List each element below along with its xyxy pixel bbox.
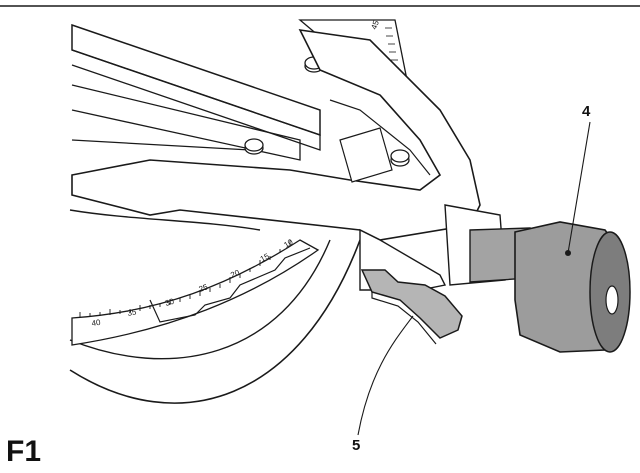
knob-end-hole xyxy=(605,285,619,315)
scale-number: 35 xyxy=(127,307,138,318)
callout-leader-4 xyxy=(567,121,591,254)
lock-lever xyxy=(360,269,463,339)
bolt-icon xyxy=(390,149,410,163)
figure-label: F1 xyxy=(6,435,42,468)
fence-rail-edge xyxy=(71,49,321,151)
callout-5-label: 5 xyxy=(352,437,361,454)
callout-4-label: 4 xyxy=(582,103,591,120)
scale-ticks xyxy=(79,240,291,318)
turntable-inner-arc xyxy=(69,239,331,360)
callout-leader-5 xyxy=(357,315,414,436)
table-edge-line xyxy=(71,139,251,151)
arm-inner-edge xyxy=(329,99,431,176)
scale-number: 30 xyxy=(164,297,176,308)
lock-lever-edge xyxy=(371,292,437,345)
scale-number: 45 xyxy=(369,19,381,31)
scale-notch-edge xyxy=(149,247,311,323)
scale-number: 40 xyxy=(91,318,102,328)
turntable-rim xyxy=(69,209,261,231)
turntable-outer-arc xyxy=(69,239,361,404)
angle-scale xyxy=(71,239,320,346)
arm-slot xyxy=(339,127,393,183)
scale-number: 25 xyxy=(198,282,210,294)
bolt-icon xyxy=(244,138,264,152)
fence-lower-rail xyxy=(71,84,301,161)
miter-arm xyxy=(71,28,481,241)
scale-number: 20 xyxy=(229,268,241,280)
